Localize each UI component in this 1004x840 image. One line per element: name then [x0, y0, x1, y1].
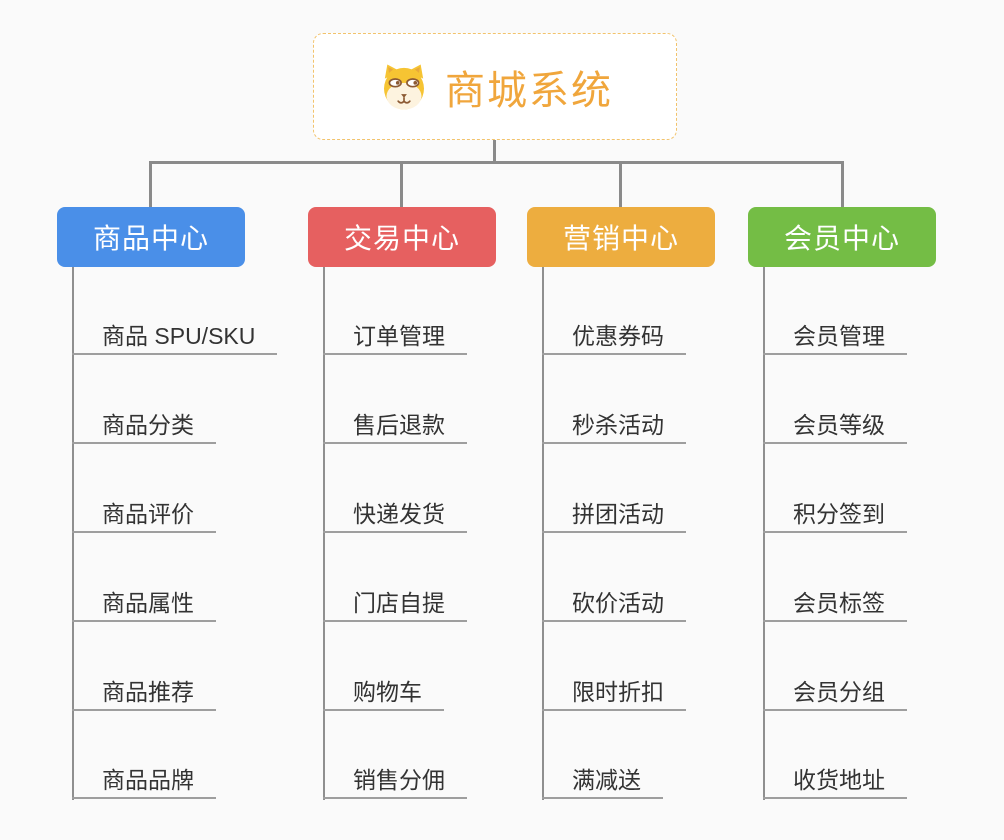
- root-title: 商城系统: [445, 68, 613, 113]
- leaf-item[interactable]: 会员分组: [763, 675, 907, 711]
- leaf-item[interactable]: 销售分佣: [323, 763, 467, 799]
- leaf-item[interactable]: 拼团活动: [542, 497, 686, 533]
- leaf-item[interactable]: 商品推荐: [72, 675, 216, 711]
- leaf-item[interactable]: 商品属性: [72, 586, 216, 622]
- branch-node-marketing-center[interactable]: 营销中心: [527, 207, 715, 267]
- connector-drop-2: [400, 163, 403, 207]
- leaf-item[interactable]: 购物车: [323, 675, 444, 711]
- leaf-item[interactable]: 收货地址: [763, 763, 907, 799]
- leaf-item[interactable]: 会员管理: [763, 319, 907, 355]
- branch-column-product: 商品中心 商品 SPU/SKU 商品分类 商品评价 商品属性 商品推荐 商品品牌: [57, 207, 297, 807]
- connector-horizontal: [149, 161, 844, 164]
- branch-column-trade: 交易中心 订单管理 售后退款 快递发货 门店自提 购物车 销售分佣: [308, 207, 548, 807]
- connector-trunk-member: [763, 267, 765, 800]
- leaf-item[interactable]: 商品分类: [72, 408, 216, 444]
- leaf-item[interactable]: 售后退款: [323, 408, 467, 444]
- branch-column-member: 会员中心 会员管理 会员等级 积分签到 会员标签 会员分组 收货地址: [748, 207, 988, 807]
- root-node-mall-system[interactable]: 商城系统: [313, 33, 677, 140]
- connector-drop-1: [149, 163, 152, 207]
- leaf-item[interactable]: 秒杀活动: [542, 408, 686, 444]
- connector-trunk-marketing: [542, 267, 544, 800]
- leaf-item[interactable]: 订单管理: [323, 319, 467, 355]
- connector-trunk-product: [72, 267, 74, 800]
- leaf-item[interactable]: 会员等级: [763, 408, 907, 444]
- leaf-item[interactable]: 满减送: [542, 763, 663, 799]
- leaf-item[interactable]: 快递发货: [323, 497, 467, 533]
- leaf-item[interactable]: 会员标签: [763, 586, 907, 622]
- leaf-item[interactable]: 优惠券码: [542, 319, 686, 355]
- leaf-item[interactable]: 商品 SPU/SKU: [72, 319, 278, 355]
- connector-drop-4: [841, 163, 844, 207]
- leaf-item[interactable]: 限时折扣: [542, 675, 686, 711]
- connector-root-stem: [493, 140, 496, 163]
- branch-column-marketing: 营销中心 优惠券码 秒杀活动 拼团活动 砍价活动 限时折扣 满减送: [527, 207, 767, 807]
- connector-trunk-trade: [323, 267, 325, 800]
- branch-node-trade-center[interactable]: 交易中心: [308, 207, 496, 267]
- leaf-item[interactable]: 商品品牌: [72, 763, 216, 799]
- leaf-item[interactable]: 商品评价: [72, 497, 216, 533]
- connector-drop-3: [619, 163, 622, 207]
- leaf-item[interactable]: 砍价活动: [542, 586, 686, 622]
- leaf-item[interactable]: 门店自提: [323, 586, 467, 622]
- branch-node-member-center[interactable]: 会员中心: [748, 207, 936, 267]
- dog-face-icon: [377, 62, 431, 112]
- leaf-item[interactable]: 积分签到: [763, 497, 907, 533]
- branch-node-product-center[interactable]: 商品中心: [57, 207, 245, 267]
